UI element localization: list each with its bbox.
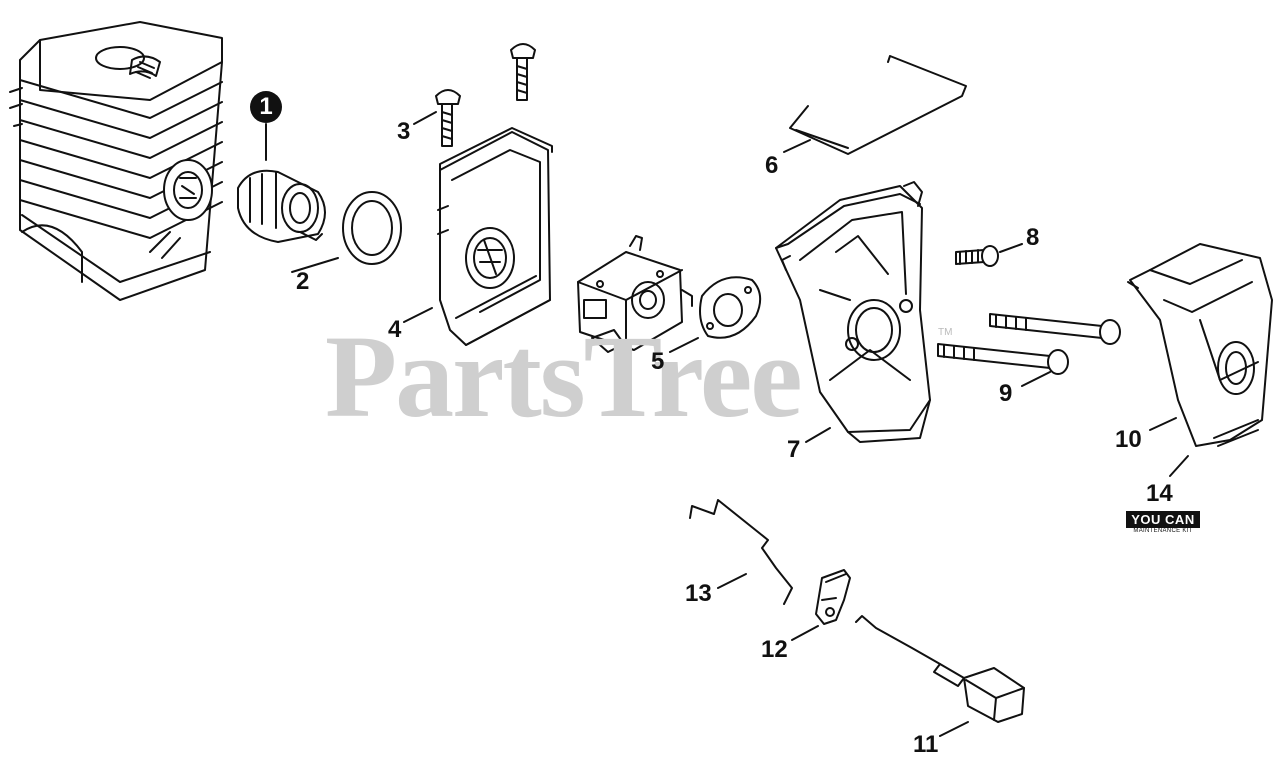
parts-tree-watermark: PartsTree [325, 311, 803, 442]
label-3[interactable]: 3 [397, 118, 411, 145]
label-7[interactable]: 7 [787, 436, 801, 463]
label-6[interactable]: 6 [765, 152, 779, 179]
label-4[interactable]: 4 [388, 316, 402, 343]
label-14[interactable]: 14 [1146, 480, 1173, 507]
part-13-throttle-rod [689, 499, 793, 605]
badge-sub-text: MAINTENANCE KIT [1133, 528, 1193, 534]
badge-main-text: YOU CAN [1126, 511, 1200, 528]
carburetor [577, 235, 693, 353]
part-6-wire-bracket [789, 55, 967, 155]
label-13[interactable]: 13 [685, 580, 712, 607]
label-12[interactable]: 12 [761, 636, 788, 663]
callout-1[interactable]: 1 [250, 91, 282, 123]
cylinder [9, 21, 223, 301]
part-5-carb-gasket [699, 276, 762, 339]
part-7-filter-base [775, 181, 931, 443]
trademark-mark: TM [938, 327, 953, 338]
part-4-carb-mount [437, 127, 553, 346]
part-11-ignition-wire [855, 615, 1025, 723]
label-5[interactable]: 5 [651, 348, 665, 375]
label-8[interactable]: 8 [1026, 224, 1040, 251]
part-12-bracket [815, 569, 851, 625]
part-2-ring-gasket [342, 191, 402, 265]
part-10-filter-cover [1127, 243, 1273, 447]
label-9[interactable]: 9 [999, 380, 1013, 407]
label-10[interactable]: 10 [1115, 426, 1142, 453]
part-1-intake-adapter [237, 169, 326, 243]
part-8-screw [955, 245, 999, 267]
label-11[interactable]: 11 [913, 731, 939, 758]
maintenance-kit-badge: YOU CAN MAINTENANCE KIT [1126, 511, 1200, 534]
label-2[interactable]: 2 [296, 268, 310, 295]
part-3-screws [435, 43, 536, 147]
part-9-long-screws [937, 313, 1121, 375]
